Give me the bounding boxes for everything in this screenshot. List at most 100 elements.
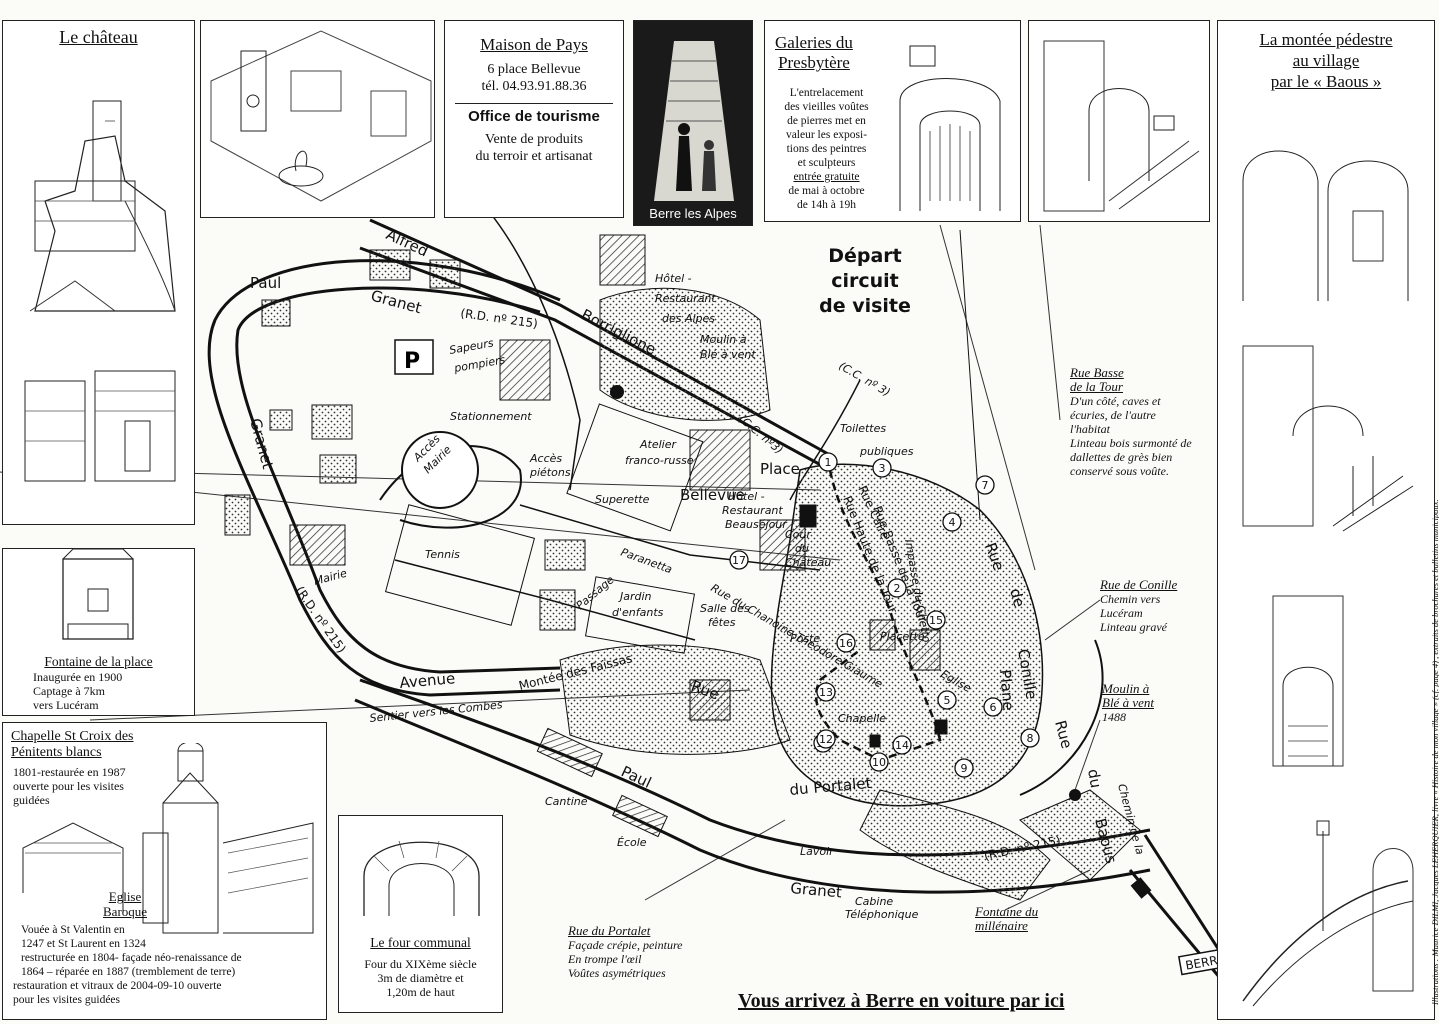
eglise-b5: restauration et vitraux de 2004-09-10 ou… (13, 980, 222, 992)
maison-address: 6 place Bellevue (487, 62, 581, 77)
eglise-b4: 1864 – réparée en 1887 (tremblement de t… (21, 966, 236, 978)
conille-l2: Lucéram (1100, 606, 1143, 620)
panel-sketch-village-square (200, 20, 435, 218)
galeries-title-2: Presbytère (778, 53, 850, 72)
panel-maison-de-pays: Maison de Pays 6 place Bellevue tél. 04.… (444, 20, 624, 218)
montee-sketch-2 (1242, 345, 1414, 532)
label-cour-1: Cour (785, 528, 812, 541)
label-bellevue: Bellevue (680, 486, 745, 504)
label-atelier-1: Atelier (639, 438, 677, 451)
galeries-title-1: Galeries du (775, 33, 853, 52)
fontaine-mill-h2: millénaire (975, 918, 1028, 933)
label-moulin-2: Blé à vent (700, 348, 756, 361)
galeries-line-4: valeur les exposi- (785, 129, 868, 141)
rue-basse-l5: dallettes de grès bien (1070, 450, 1173, 464)
street-paul-s: Paul (618, 762, 654, 792)
street-plane: Plane (996, 669, 1018, 712)
street-du: du (1084, 768, 1105, 790)
label-place: Place (760, 460, 800, 478)
four-l2: 3m de diamètre et (377, 971, 464, 985)
portalet-l1: Façade crépie, peinture (568, 938, 683, 952)
fontaine-l3: vers Lucéram (33, 698, 99, 712)
eglise-b6: pour les visites guidées (13, 994, 120, 1006)
label-sapeurs-1: Sapeurs (448, 336, 495, 357)
panel-sketch-stairs (1028, 20, 1210, 222)
tour-step-number: 3 (879, 462, 886, 475)
chateau-title: Le château (59, 27, 138, 47)
rue-basse-h1: Rue Basse (1070, 365, 1124, 380)
montee-title-1: La montée pédestre (1259, 30, 1393, 49)
panel-montee-pedestre: La montée pédestre au village par le « B… (1217, 20, 1435, 1020)
office-tourisme: Office de tourisme (468, 108, 600, 125)
tour-step-number: 12 (819, 733, 833, 746)
annotation-moulin-est: Moulin à Blé à vent 1488 (1102, 682, 1202, 725)
tour-step-marker (983, 697, 1003, 717)
tour-step-marker (937, 690, 957, 710)
annotation-fontaine-millenaire: Fontaine du millénaire (975, 905, 1075, 933)
chapelle-l3: guidées (13, 793, 50, 807)
label-hotel-beausejour-1: Hôtel - (728, 490, 765, 503)
tour-step-number: 9 (961, 762, 968, 775)
arrival-note: Vous arrivez à Berre en voiture par ici (738, 990, 1065, 1012)
path-sentier: Sentier vers les Combes (369, 698, 503, 725)
label-toilettes-1: Toilettes (840, 422, 886, 435)
label-mairie: Mairie (312, 567, 348, 588)
tour-step-number: 16 (839, 637, 853, 650)
chateau-sketch (29, 100, 176, 312)
tour-step-number: 10 (872, 756, 886, 769)
buildings (224, 234, 1152, 899)
street-paul-n: Paul (250, 274, 281, 292)
tour-step-number: 15 (929, 614, 943, 627)
four-l3: 1,20m de haut (386, 985, 455, 999)
road-cc3-e: (C.C. nº 3) (837, 359, 893, 399)
portalet-l2: En trompe l'œil (568, 952, 642, 966)
tour-step-marker (975, 475, 995, 495)
montee-sketch-3 (1272, 595, 1344, 767)
label-cabine-2: Téléphonique (845, 908, 919, 921)
tour-step-number: 14 (895, 739, 909, 752)
chapelle-l2: ouverte pour les visites (13, 779, 124, 793)
tour-step-number: 4 (949, 516, 956, 529)
chapelle-l1: 1801-restaurée en 1987 (13, 765, 126, 779)
label-toilettes-2: publiques (859, 445, 914, 458)
galeries-free: entrée gratuite (793, 171, 860, 183)
tour-step-marker (836, 633, 856, 653)
label-superette: Superette (595, 493, 650, 506)
tour-step-marker (942, 512, 962, 532)
fontaine-title: Fontaine de la place (44, 654, 153, 669)
berre-photo (634, 21, 752, 201)
annotation-rue-basse: Rue Basse de la Tour D'un côté, caves et… (1070, 365, 1210, 479)
street-granet-s: Granet (790, 879, 843, 901)
panel-berre-photo: Berre les Alpes (633, 20, 753, 226)
maison-title: Maison de Pays (480, 35, 588, 54)
tour-step-number: 7 (982, 479, 989, 492)
label-salle-1: Salle des (700, 602, 750, 615)
montee-title-2: au village (1292, 51, 1360, 70)
tour-step-number: 13 (819, 686, 833, 699)
credit-text: Illustrations : Maurice DILMI, Jacques L… (1430, 499, 1439, 1005)
label-tennis: Tennis (425, 548, 460, 561)
eglise-b2: 1247 et St Laurent en 1324 (21, 938, 146, 950)
chateau-ruins-sketch (24, 370, 176, 482)
label-berre-sign: BERRE (1184, 952, 1226, 973)
label-cour-2: du (795, 542, 809, 555)
rue-basse-l6: conservé sous voûte. (1070, 464, 1169, 478)
galeries-dates: de mai à octobre (788, 185, 865, 197)
moulin-e-l: 1488 (1102, 710, 1126, 724)
conille-h: Rue de Conille (1100, 577, 1178, 592)
tour-step-marker (954, 758, 974, 778)
label-hotel-beausejour-2: Restaurant (722, 504, 783, 517)
street-avenue: Avenue (399, 669, 456, 692)
label-jardin-2: d'enfants (612, 606, 664, 619)
fontaine-l2: Captage à 7km (33, 684, 105, 698)
label-chapelle: Chapelle (838, 712, 886, 725)
label-ecole: École (617, 836, 647, 849)
street-granet-n: Granet (369, 286, 424, 317)
label-acces-pietons-2: piétons (529, 466, 571, 479)
tour-step-marker (816, 682, 836, 702)
four-title: Le four communal (370, 935, 471, 950)
maison-vente-2: du terroir et artisanat (475, 149, 593, 164)
label-lavoir: Lavoir (800, 845, 835, 858)
label-atelier-2: franco-russe (625, 454, 694, 467)
